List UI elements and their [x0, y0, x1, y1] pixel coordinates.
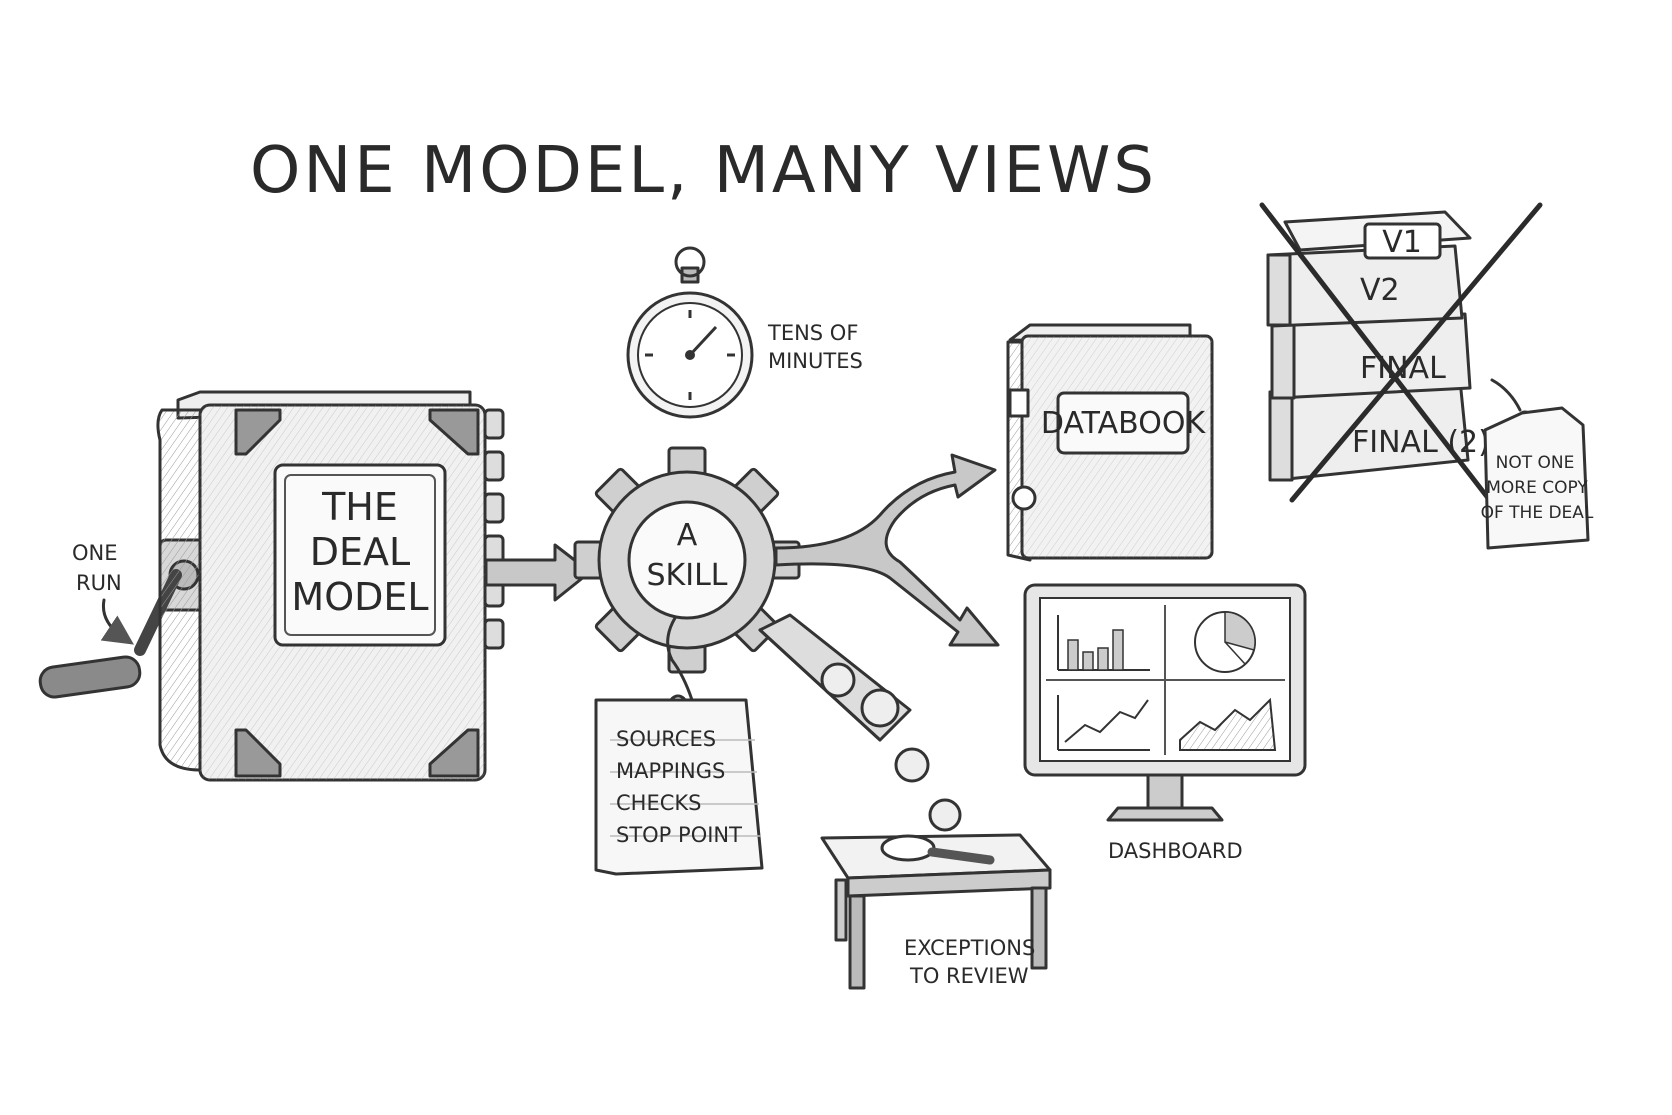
crumpled-paper-icon: [820, 662, 856, 698]
deal-model-label-line1: THE: [321, 485, 398, 529]
dashboard-label: DASHBOARD: [1108, 839, 1243, 863]
exceptions-label-line1: EXCEPTIONS: [904, 936, 1035, 960]
exceptions-label-line2: TO REVIEW: [909, 964, 1029, 988]
crumpled-paper-icon: [860, 688, 900, 728]
deal-model-label-line2: DEAL: [310, 530, 410, 574]
crank-pointer-arrow: [100, 598, 134, 645]
skill-card-item-2: MAPPINGS: [616, 759, 725, 783]
old-versions-stack: V1 V2 FINAL FINAL (2): [1259, 202, 1543, 503]
skill-label-line1: A: [677, 518, 698, 553]
databook-label-plate: [1056, 391, 1190, 455]
binder-label-v2: V2: [1360, 273, 1400, 308]
deal-model-book: THE DEAL MODEL: [156, 390, 505, 782]
tag-label-line1: NOT ONE: [1496, 453, 1575, 473]
not-one-more-copy-tag: NOT ONE MORE COPY OF THE DEAL: [1481, 378, 1594, 550]
card-hook-icon: [666, 616, 694, 702]
tag-label-line2: MORE COPY: [1486, 478, 1588, 498]
skill-card-item-1: SOURCES: [616, 727, 716, 751]
arrow-model-to-skill: [484, 543, 592, 602]
stopwatch-icon: [626, 246, 754, 419]
binder-label-v1-plate: [1363, 222, 1442, 260]
timer-label-line2: MINUTES: [768, 349, 863, 373]
crank-label-line1: ONE: [72, 541, 118, 565]
binder-label-final-2: FINAL (2): [1352, 425, 1490, 460]
binder-label-v1: V1: [1382, 225, 1422, 260]
skill-card-item-3: CHECKS: [616, 791, 702, 815]
cross-out-icon: [1259, 202, 1543, 503]
skill-card: SOURCES MAPPINGS CHECKS STOP POINT: [594, 698, 764, 876]
skill-card-item-4: STOP POINT: [616, 823, 742, 847]
arrow-skill-to-outputs: [774, 453, 1000, 647]
exceptions-chute: [758, 613, 962, 832]
bar-chart-icon: [1057, 615, 1150, 671]
magnifier-icon: [880, 834, 995, 865]
skill-gear-icon: A SKILL: [573, 446, 801, 674]
line-chart-icon: [1057, 695, 1150, 751]
deal-model-label-line3: MODEL: [291, 575, 428, 619]
review-table: [820, 833, 1052, 990]
crumpled-paper-icon: [894, 747, 930, 783]
databook-binder: DATABOOK: [1006, 323, 1214, 562]
skill-label-line2: SKILL: [647, 558, 728, 593]
dashboard-monitor: [1023, 583, 1307, 822]
crumpled-paper-icon: [928, 798, 962, 832]
deal-model-label-plate: [273, 463, 447, 647]
databook-label: DATABOOK: [1041, 406, 1207, 441]
page-title: ONE MODEL, MANY VIEWS: [250, 134, 1157, 208]
tag-label-line3: OF THE DEAL: [1481, 503, 1594, 523]
timer-label-line1: TENS OF: [767, 321, 858, 345]
area-chart-icon: [1179, 697, 1277, 751]
pie-chart-icon: [1194, 611, 1256, 673]
crank-label-line2: RUN: [76, 571, 122, 595]
